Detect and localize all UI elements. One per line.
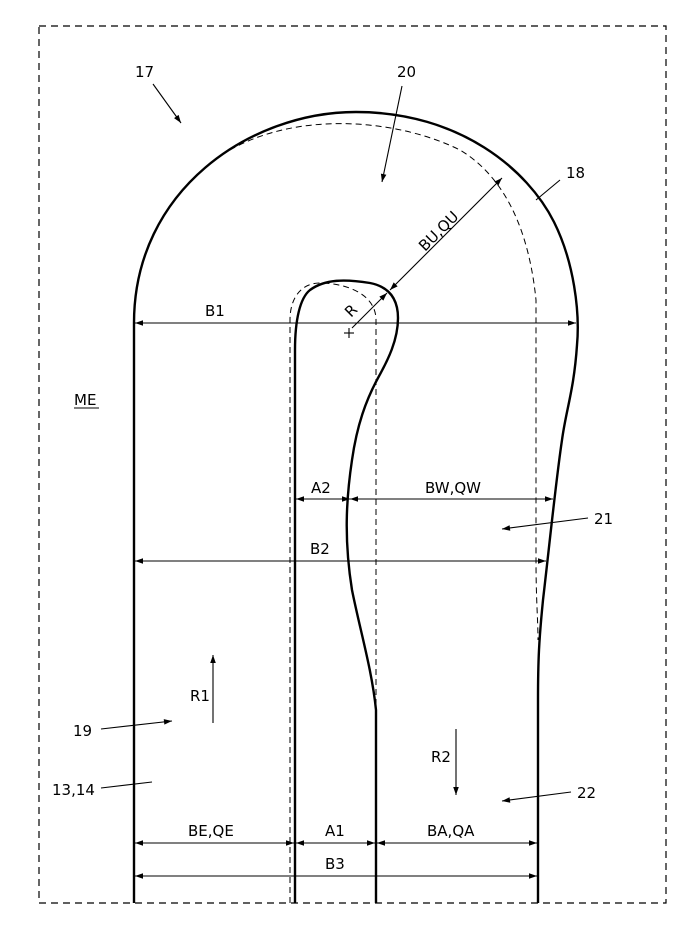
ref-17: 17	[135, 63, 154, 81]
ref-22: 22	[577, 784, 596, 802]
ref-21: 21	[594, 510, 613, 528]
radius-label: R	[341, 301, 361, 321]
leader-20	[382, 86, 402, 182]
dashed-contour	[290, 283, 376, 903]
outer-contour	[134, 112, 578, 903]
dashed-arc	[230, 124, 538, 640]
me-label: ME	[74, 391, 96, 409]
r2-label: R2	[431, 748, 451, 766]
leader-17	[153, 84, 181, 123]
b1-label: B1	[205, 302, 225, 320]
leader-13-14	[101, 782, 152, 788]
leader-21	[502, 518, 588, 529]
leader-19	[101, 721, 172, 729]
ref-20: 20	[397, 63, 416, 81]
r1-label: R1	[190, 687, 210, 705]
b2-label: B2	[310, 540, 330, 558]
be-qe-label: BE,QE	[188, 822, 234, 840]
a2-label: A2	[311, 479, 331, 497]
bw-qw-label: BW,QW	[425, 479, 481, 497]
b3-label: B3	[325, 855, 345, 873]
ref-13-14: 13,14	[52, 781, 95, 799]
bu-qu-label: BU,QU	[415, 208, 462, 255]
center-mark	[344, 328, 354, 338]
ref-18: 18	[566, 164, 585, 182]
a1-label: A1	[325, 822, 345, 840]
ba-qa-label: BA,QA	[427, 822, 475, 840]
leader-18	[536, 180, 560, 200]
ref-19: 19	[73, 722, 92, 740]
leader-22	[502, 792, 571, 801]
inner-contour	[295, 281, 398, 903]
